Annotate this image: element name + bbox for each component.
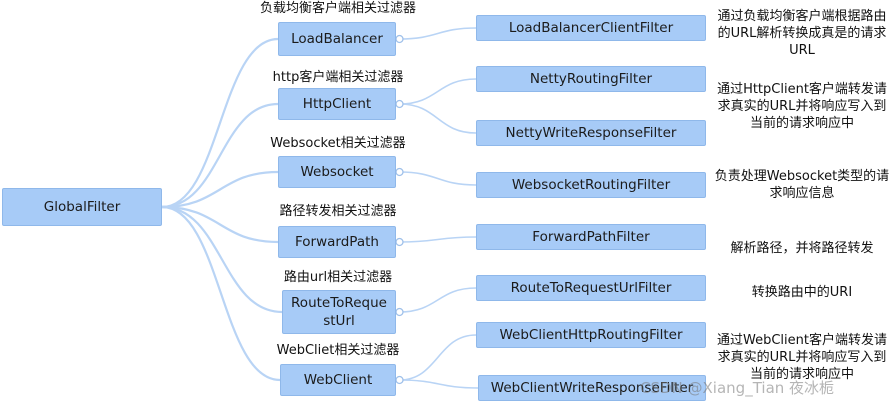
connector-category-to-filter bbox=[399, 287, 477, 313]
category-node-webclient[interactable]: WebClient bbox=[280, 364, 396, 396]
description-routetorequesturl: 转换路由中的URI bbox=[751, 285, 853, 300]
category-node-loadbalancer[interactable]: LoadBalancer bbox=[278, 22, 396, 56]
filter-node-forwardpathfilter[interactable]: ForwardPathFilter bbox=[476, 224, 706, 250]
branch-toggle-dot bbox=[395, 375, 404, 385]
connector-category-to-filter bbox=[399, 379, 479, 389]
branch-toggle-dot bbox=[395, 307, 404, 317]
filter-node-nettywriteresponsefilter[interactable]: NettyWriteResponseFilter bbox=[476, 120, 706, 146]
branch-toggle-dot bbox=[395, 167, 404, 177]
watermark: CSDN @Xiang_Tian 夜冰栀 bbox=[640, 379, 835, 397]
category-caption-forwardpath: 路径转发相关过滤器 bbox=[279, 204, 397, 219]
description-loadbalancer: 通过负载均衡客户端根据路由的URL解析转换成真是的请求URL bbox=[717, 9, 887, 58]
filter-node-routetorequesturlfilter[interactable]: RouteToRequestUrlFilter bbox=[476, 275, 706, 301]
category-node-websocket[interactable]: Websocket bbox=[278, 156, 396, 188]
category-node-httpclient[interactable]: HttpClient bbox=[278, 88, 396, 120]
root-node-globalfilter[interactable]: GlobalFilter bbox=[2, 188, 162, 226]
filter-node-loadbalancerclientfilter[interactable]: LoadBalancerClientFilter bbox=[476, 15, 706, 41]
connector-category-to-filter bbox=[399, 27, 477, 40]
category-node-forwardpath[interactable]: ForwardPath bbox=[278, 226, 396, 258]
connector-root-to-category bbox=[161, 205, 283, 314]
branch-toggle-dot bbox=[395, 34, 404, 44]
branch-toggle-dot bbox=[395, 237, 404, 247]
filter-node-nettyroutingfilter[interactable]: NettyRoutingFilter bbox=[476, 66, 706, 92]
connector-root-to-category bbox=[161, 205, 281, 382]
connector-root-to-category bbox=[161, 37, 279, 209]
category-node-routetorequesturl[interactable]: RouteToRequestUrl bbox=[282, 290, 396, 334]
filter-node-webclientwriteresponsefilter[interactable]: WebClientWriteResponseFilter bbox=[478, 375, 706, 401]
connector-root-to-category bbox=[161, 205, 279, 244]
description-httpclient: 通过HttpClient客户端转发请求真实的URL并将响应写入到当前的请求响应中 bbox=[717, 82, 887, 131]
branch-toggle-dot bbox=[395, 99, 404, 109]
connector-category-to-filter bbox=[399, 103, 477, 134]
filter-node-websocketroutingfilter[interactable]: WebsocketRoutingFilter bbox=[476, 172, 706, 198]
category-caption-loadbalancer: 负载均衡客户端相关过滤器 bbox=[259, 1, 416, 16]
category-caption-webclient: WebCliet相关过滤器 bbox=[276, 343, 400, 358]
description-webclient: 通过WebClient客户端转发请求真实的URL并将响应写入到当前的请求响应中 bbox=[717, 333, 887, 382]
description-websocket: 负责处理Websocket类型的请求响应信息 bbox=[714, 169, 890, 201]
connector-category-to-filter bbox=[399, 334, 477, 381]
connector-root-to-category bbox=[161, 102, 279, 209]
description-forwardpath: 解析路径，并将路径转发 bbox=[730, 241, 874, 256]
category-caption-httpclient: http客户端相关过滤器 bbox=[272, 70, 404, 85]
connector-category-to-filter bbox=[399, 78, 477, 105]
category-caption-routetorequesturl: 路由url相关过滤器 bbox=[283, 270, 393, 285]
connector-category-to-filter bbox=[399, 171, 477, 186]
connector-category-to-filter bbox=[399, 236, 477, 243]
connector-root-to-category bbox=[161, 170, 279, 209]
filter-node-webclienthttproutingfilter[interactable]: WebClientHttpRoutingFilter bbox=[476, 322, 706, 348]
category-caption-websocket: Websocket相关过滤器 bbox=[270, 136, 406, 151]
